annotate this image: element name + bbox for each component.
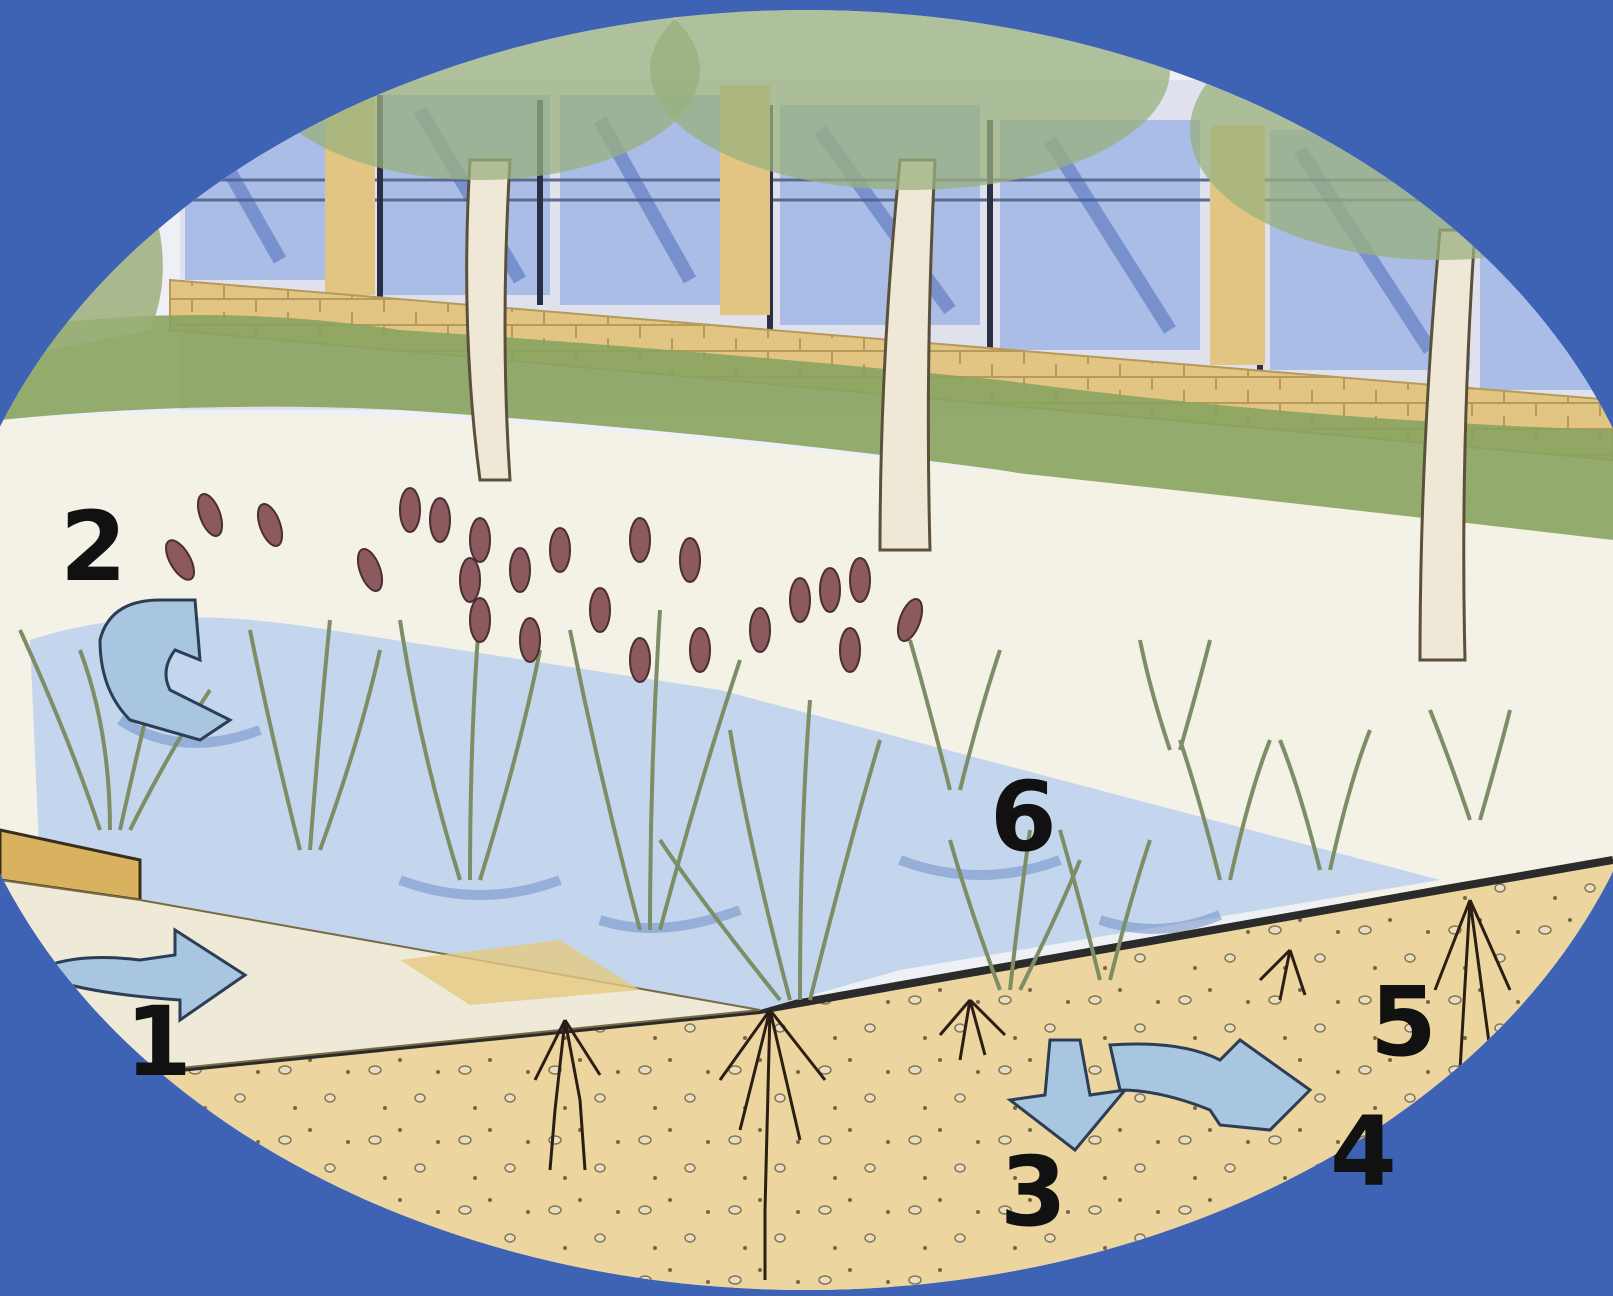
label-1: 1 <box>125 986 192 1098</box>
label-4: 4 <box>1330 1096 1397 1208</box>
label-5: 5 <box>1370 966 1437 1078</box>
label-2: 2 <box>60 491 127 603</box>
label-3: 3 <box>1000 1136 1067 1248</box>
label-6: 6 <box>990 761 1057 873</box>
